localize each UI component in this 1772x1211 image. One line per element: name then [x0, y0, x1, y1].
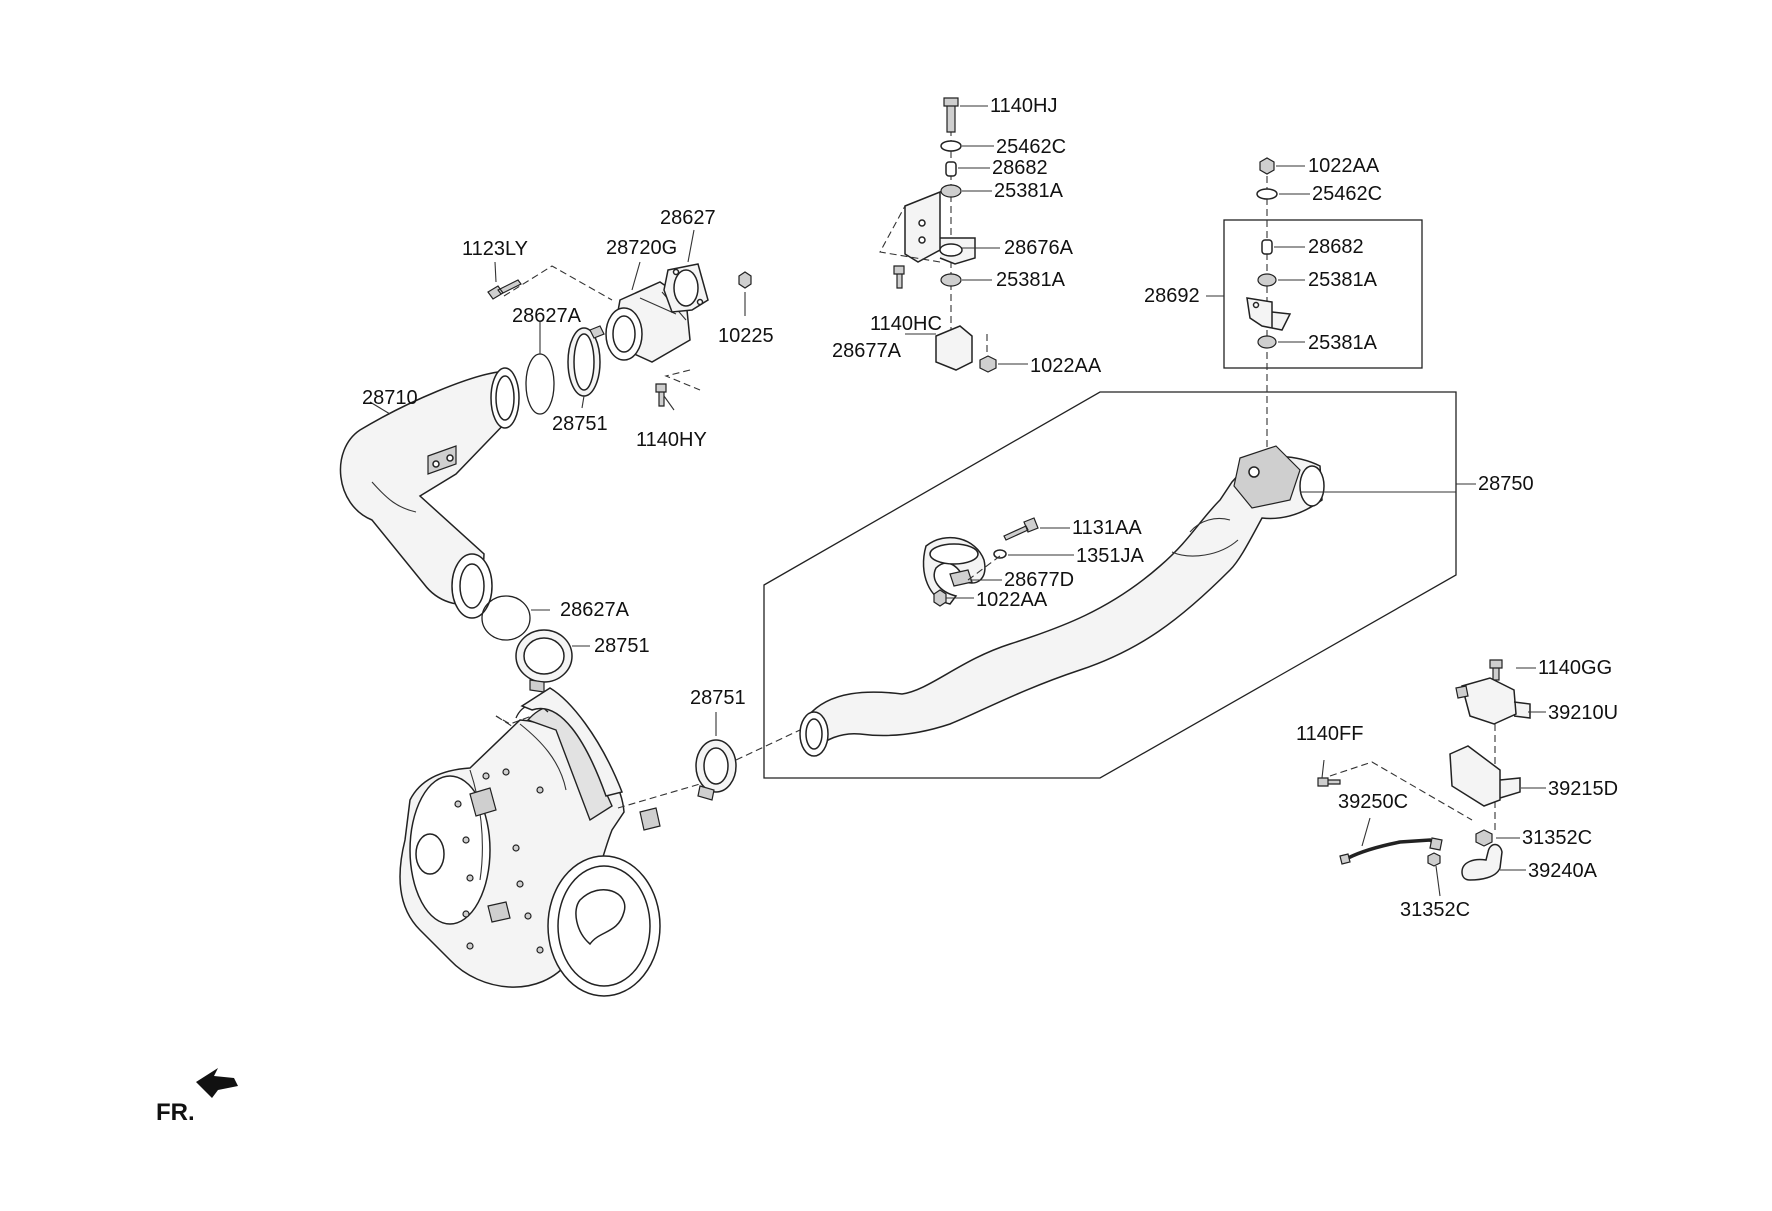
- label-28751-low: 28751: [690, 687, 746, 709]
- label-10225: 10225: [718, 325, 774, 347]
- label-25462c-right: 25462C: [1312, 183, 1382, 205]
- label-28627a-top: 28627A: [512, 305, 582, 327]
- label-28627a-mid: 28627A: [560, 599, 630, 621]
- inlet-pipe-icon: [520, 687, 624, 797]
- label-28677d: 28677D: [1004, 569, 1074, 591]
- label-28682-top: 28682: [992, 157, 1048, 179]
- label-28750: 28750: [1478, 473, 1534, 495]
- label-1123ly: 1123LY: [462, 238, 528, 260]
- bushing-25381a-low-icon: [1257, 335, 1277, 349]
- label-1022aa-mid: 1022AA: [1030, 355, 1102, 377]
- clip-31352c-right-icon: [1475, 829, 1493, 847]
- mid-clamp-group: [481, 595, 590, 731]
- label-1140gg: 1140GG: [1538, 657, 1612, 679]
- fr-label: FR.: [156, 1099, 195, 1126]
- tail-pipe-28750-icon: [807, 455, 1323, 752]
- label-1140hj: 1140HJ: [990, 95, 1057, 117]
- pin-28682-icon: [945, 161, 957, 177]
- muffler-assembly-outline: [763, 391, 1457, 779]
- hose-39240a-icon: [1461, 843, 1503, 881]
- label-1140hy: 1140HY: [636, 429, 707, 451]
- label-1140ff: 1140FF: [1296, 723, 1363, 745]
- label-1022aa-hanger: 1022AA: [976, 589, 1048, 611]
- label-28627: 28627: [660, 207, 716, 229]
- pin-28682-right-icon: [1261, 239, 1273, 255]
- bolt-1140hc-icon: [893, 265, 905, 289]
- front-pipe-28710: [339, 367, 520, 619]
- label-28720g: 28720G: [606, 237, 677, 259]
- fr-arrow-icon: [196, 1068, 238, 1098]
- catalytic-converter: [399, 687, 661, 997]
- muffler-28750: [799, 445, 1476, 757]
- nut-1022aa-right-icon: [1259, 157, 1275, 175]
- bolt-1140hy-icon: [655, 383, 667, 407]
- label-25381a-top: 25381A: [994, 180, 1064, 202]
- nut-10225-icon: [738, 271, 752, 289]
- label-39250c: 39250C: [1338, 791, 1408, 813]
- label-28682-right: 28682: [1308, 236, 1364, 258]
- bushing-25381a-mid-icon: [940, 273, 962, 287]
- label-28751-mid: 28751: [594, 635, 650, 657]
- hose-39250c-icon: [1347, 838, 1441, 860]
- throttle-flange-group: [487, 229, 752, 411]
- bolt-1131aa-icon: [1003, 517, 1039, 541]
- bracket-39215d-icon: [1449, 745, 1521, 807]
- bolt-1140gg-icon: [1489, 659, 1503, 681]
- lower-clamp-group: [617, 712, 801, 809]
- nut-1022aa-mid-icon: [979, 355, 997, 373]
- bushing-25381a-icon: [940, 184, 962, 198]
- sensor-group: [1317, 659, 1546, 897]
- bracket-28677a-icon: [935, 325, 973, 371]
- pressure-sensor-39210u-icon: [1461, 677, 1531, 725]
- center-mount-stack: [879, 97, 1028, 373]
- ring-28627a-mid-icon: [481, 595, 531, 641]
- washer-25462c-right-icon: [1256, 188, 1278, 200]
- ring-28627a-top-icon: [525, 353, 555, 415]
- hanger-clamp-group: [922, 517, 1074, 607]
- label-1351ja: 1351JA: [1076, 545, 1144, 567]
- label-31352c-low: 31352C: [1400, 899, 1470, 921]
- label-1131aa: 1131AA: [1072, 517, 1142, 539]
- label-25381a-right2: 25381A: [1308, 332, 1378, 354]
- label-1140hc: 1140HC: [870, 313, 942, 335]
- clip-31352c-low-icon: [1427, 852, 1441, 867]
- label-39210u: 39210U: [1548, 702, 1618, 724]
- bracket-28676a-icon: [904, 190, 976, 265]
- label-39240a: 39240A: [1528, 860, 1598, 882]
- label-25381a-mid: 25381A: [996, 269, 1066, 291]
- label-39215d: 39215D: [1548, 778, 1618, 800]
- bolt-1140ff-icon: [1317, 777, 1341, 787]
- label-28710: 28710: [362, 387, 418, 409]
- label-28751-top: 28751: [552, 413, 608, 435]
- upper-clamp-group: [525, 322, 605, 415]
- label-1022aa-right: 1022AA: [1308, 155, 1380, 177]
- washer-1351ja-icon: [993, 549, 1007, 559]
- nut-1022aa-hanger-icon: [933, 589, 947, 607]
- bolt-1123ly-icon: [487, 279, 522, 300]
- label-31352c-right: 31352C: [1522, 827, 1592, 849]
- label-25462c-top: 25462C: [996, 136, 1066, 158]
- bolt-1140hj-icon: [943, 97, 959, 133]
- washer-25462c-icon: [940, 140, 962, 152]
- right-hanger-stack: [1206, 157, 1310, 450]
- hanger-bracket-28692-icon: [1246, 297, 1292, 331]
- label-28677a: 28677A: [832, 340, 902, 362]
- bushing-25381a-right-icon: [1257, 273, 1277, 287]
- label-28676a: 28676A: [1004, 237, 1074, 259]
- label-25381a-right1: 25381A: [1308, 269, 1378, 291]
- hanger-group-box: [1223, 219, 1423, 369]
- label-28692: 28692: [1144, 285, 1200, 307]
